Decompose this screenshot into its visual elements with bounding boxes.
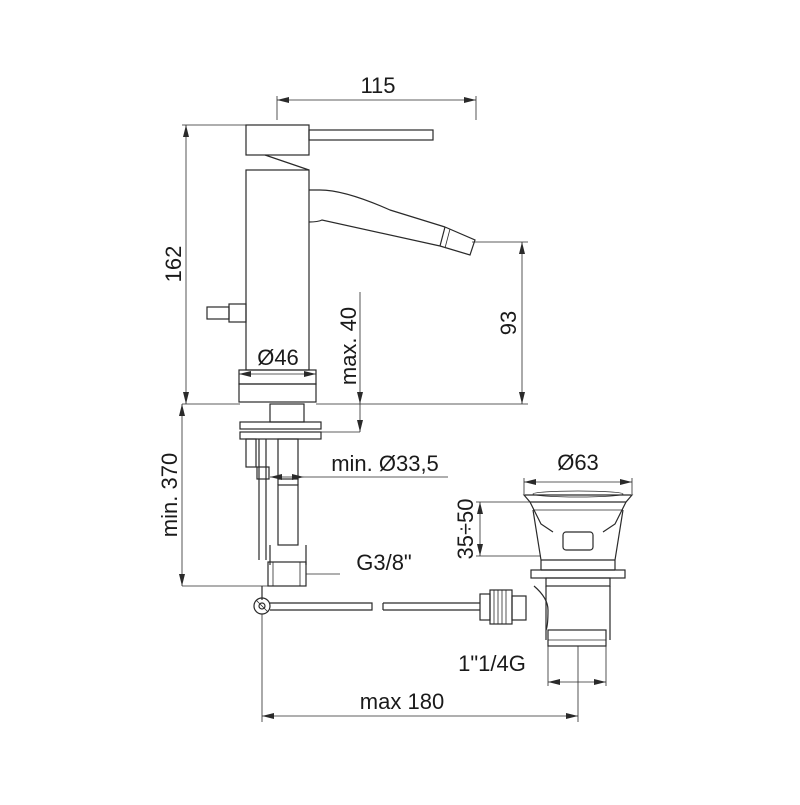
label-drain-thread: 1"1/4G: [458, 651, 526, 676]
label-max-thickness: max. 40: [336, 307, 361, 385]
label-spout-height: 93: [496, 311, 521, 335]
pop-up-drain: [522, 490, 634, 647]
mounting-assembly: [239, 403, 527, 625]
label-drain-diameter: Ø63: [557, 450, 599, 475]
label-pipe-length: min. 370: [157, 453, 182, 537]
dimension-lines: [179, 96, 633, 722]
label-width-top: 115: [360, 73, 395, 98]
label-connection: G3/8": [356, 550, 412, 575]
label-height-total: 162: [161, 246, 186, 283]
label-base-diameter: Ø46: [257, 345, 299, 370]
faucet-body: [206, 124, 476, 403]
label-rod-length: max 180: [360, 689, 444, 714]
label-drain-range: 35÷50: [453, 498, 478, 559]
dimension-labels: 115 162 93 max. 40 Ø46 min. Ø33,5 min. 3…: [157, 73, 599, 714]
label-hole-diameter: min. Ø33,5: [331, 451, 439, 476]
